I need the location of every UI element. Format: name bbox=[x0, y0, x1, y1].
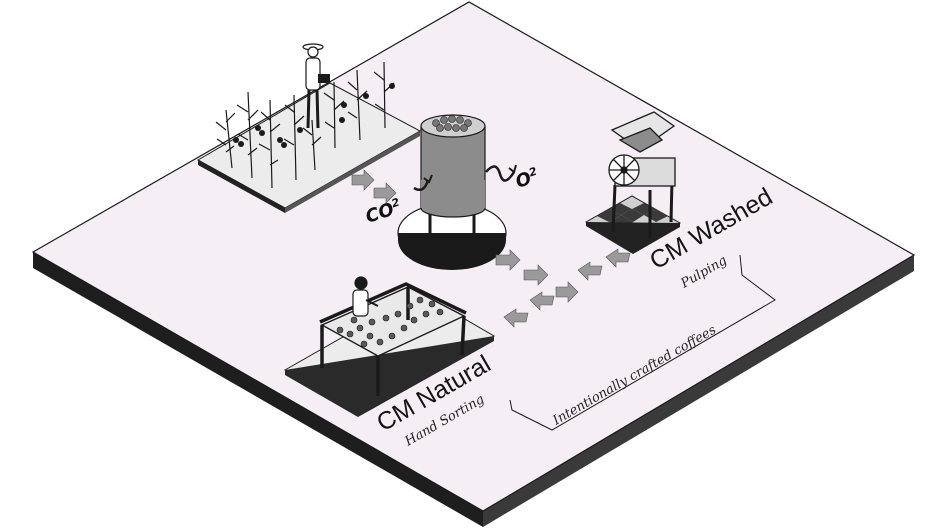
farmer-body bbox=[305, 57, 321, 91]
flow-arrow-icon bbox=[577, 261, 603, 281]
flow-arrow-icon bbox=[351, 169, 375, 191]
connector-line bbox=[509, 254, 776, 431]
farmer-basket bbox=[318, 74, 330, 83]
coffee-plant-icon bbox=[215, 61, 395, 189]
farmer-icon bbox=[302, 43, 330, 129]
pulping-machine bbox=[585, 111, 682, 254]
platform-right-side bbox=[483, 255, 914, 527]
farmer-head bbox=[307, 46, 319, 58]
gas-in-arrow bbox=[413, 179, 430, 191]
gas-out-arrow bbox=[485, 165, 516, 182]
fermentation-tank-icon bbox=[397, 114, 517, 270]
field-plate-side bbox=[198, 160, 285, 213]
flow-arrows bbox=[351, 169, 631, 328]
platform-left-side bbox=[33, 252, 483, 527]
drying-bed bbox=[283, 276, 496, 417]
flow-arrow-icon bbox=[605, 248, 631, 268]
coffee-field bbox=[196, 43, 422, 213]
pulping-machine-icon bbox=[608, 111, 676, 238]
flow-arrow-icon bbox=[523, 264, 549, 286]
field-plate-side2 bbox=[285, 131, 420, 213]
flow-arrow-icon bbox=[503, 308, 529, 328]
flow-arrow-icon bbox=[495, 249, 521, 271]
tank-beans bbox=[432, 115, 472, 132]
sorting-worker-icon bbox=[352, 276, 379, 317]
drying-bed-icon bbox=[319, 282, 467, 396]
flow-arrow-icon bbox=[555, 281, 579, 303]
coffee-cherries bbox=[233, 83, 395, 148]
o2-label: O2 bbox=[513, 165, 542, 193]
drying-beans bbox=[336, 296, 444, 348]
flow-arrow-icon bbox=[529, 291, 555, 311]
flow-arrow-icon bbox=[373, 182, 397, 204]
